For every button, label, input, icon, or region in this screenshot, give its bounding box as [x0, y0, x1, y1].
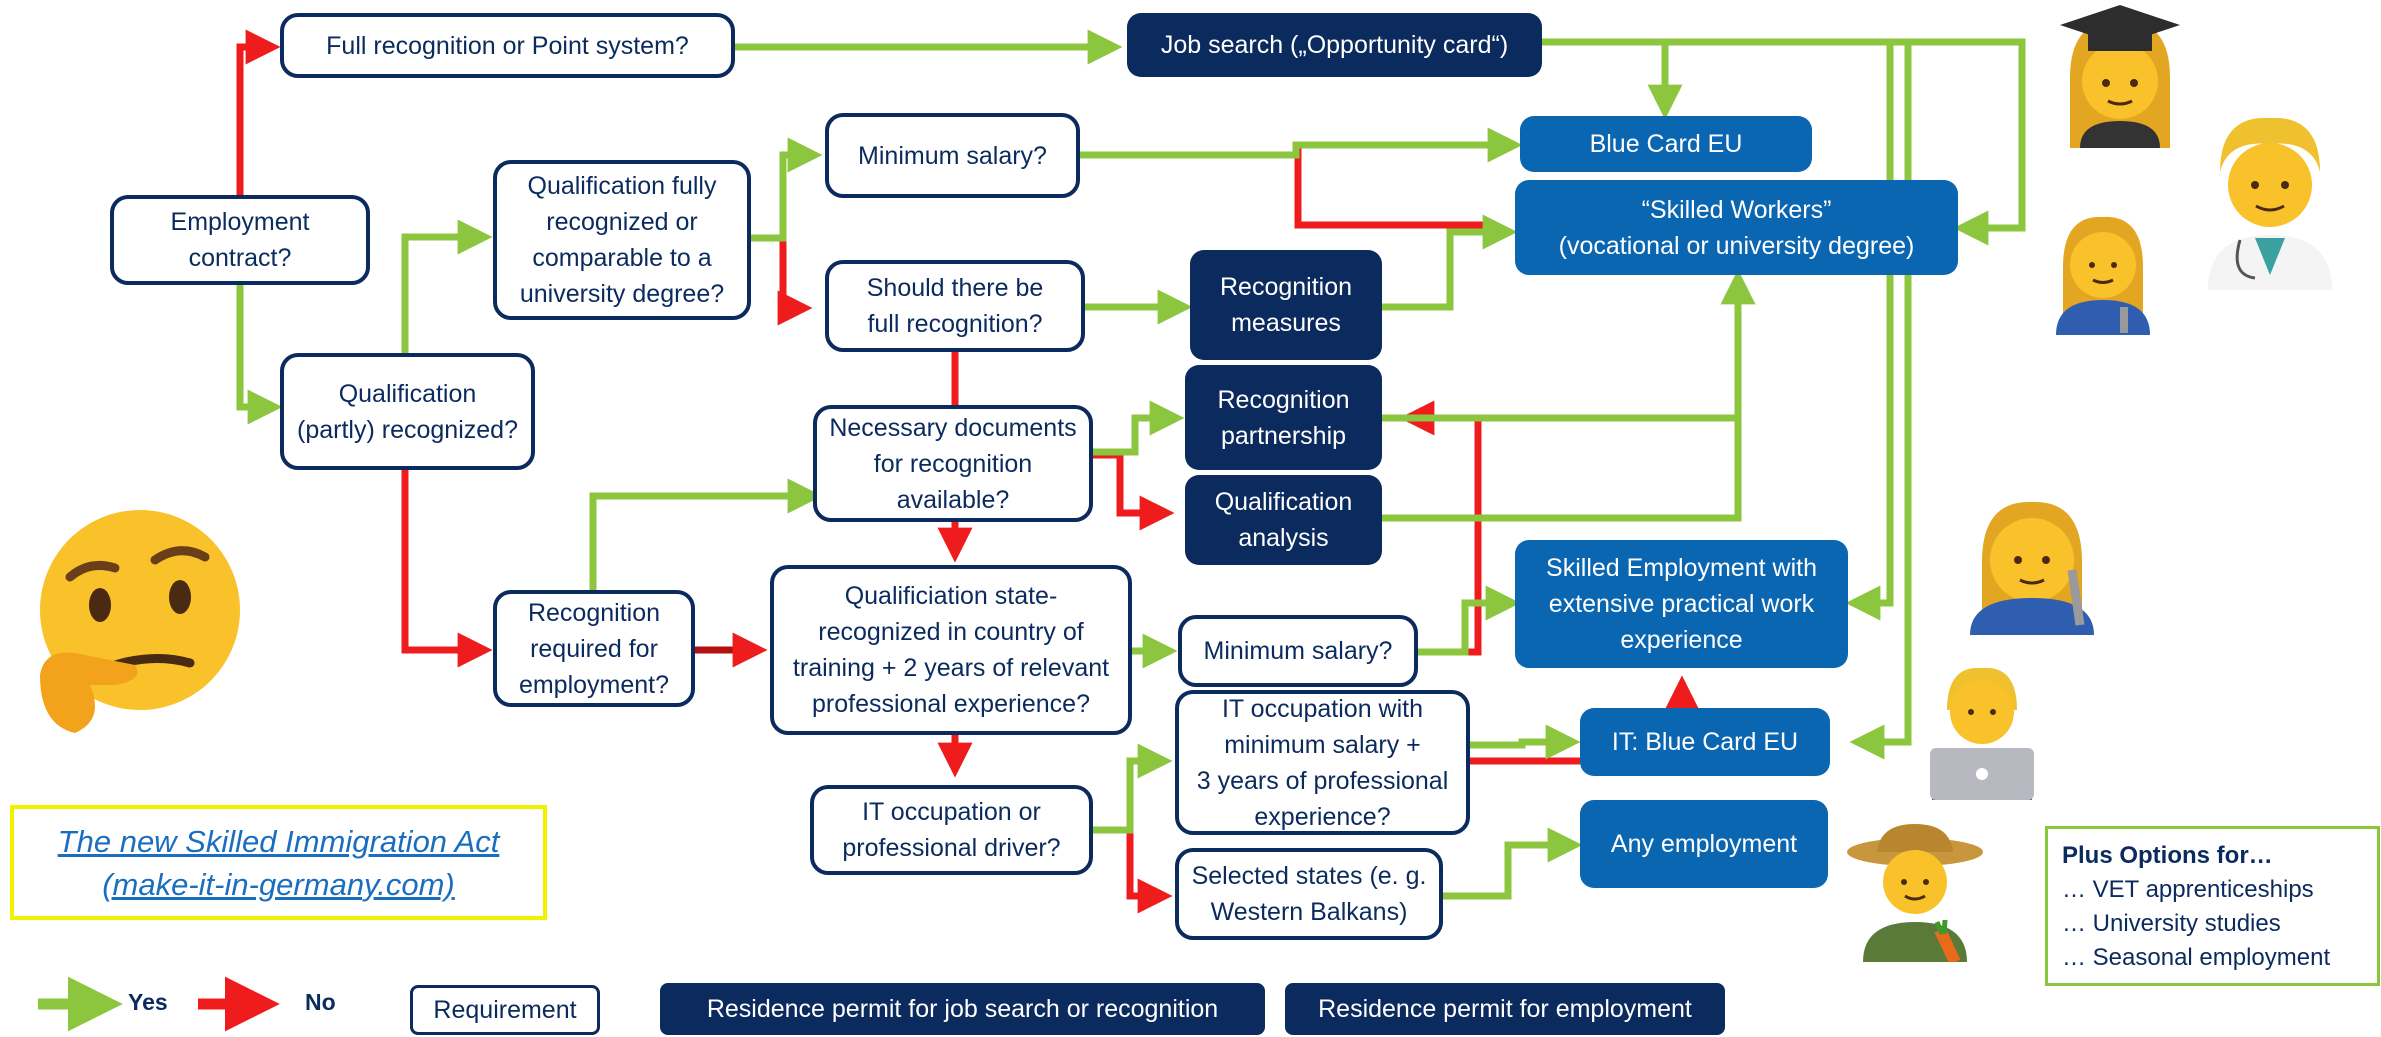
recognition-measures-box: Recognition measures	[1190, 250, 1382, 360]
technologist-icon	[1930, 667, 2034, 800]
any-employment-box: Any employment	[1580, 800, 1828, 888]
thinking-face-icon	[40, 510, 240, 733]
job-search-opportunity-card-box: Job search („Opportunity card“)	[1127, 13, 1542, 77]
selected-states-box: Selected states (e. g. Western Balkans)	[1175, 848, 1443, 940]
recognition-required-box: Recognition required for employment?	[493, 590, 695, 707]
state-recognized-experience-box: Qualificiation state- recognized in coun…	[770, 565, 1132, 735]
qualification-fully-recognized-box: Qualification fully recognized or compar…	[493, 160, 751, 320]
employment-contract-box: Employment contract?	[110, 195, 370, 285]
plus-option-item: … Seasonal employment	[2062, 944, 2331, 971]
legend-residence-job-search: Residence permit for job search or recog…	[660, 983, 1265, 1035]
necessary-documents-box: Necessary documents for recognition avai…	[813, 405, 1093, 522]
doctor-man-icon	[2208, 117, 2332, 290]
recognition-partnership-box: Recognition partnership	[1185, 365, 1382, 470]
qualification-partly-recognized-box: Qualification (partly) recognized?	[280, 353, 535, 470]
skilled-employment-box: Skilled Employment with extensive practi…	[1515, 540, 1848, 668]
skilled-immigration-act-link[interactable]: The new Skilled Immigration Act	[57, 823, 500, 859]
plus-options-box: Plus Options for… … VET apprenticeships …	[2045, 826, 2380, 986]
mechanic-woman-large-icon	[1970, 501, 2094, 635]
graduate-woman-icon	[2060, 5, 2180, 148]
minimum-salary-box-2: Minimum salary?	[1178, 615, 1418, 687]
it-or-driver-box: IT occupation or professional driver?	[810, 785, 1093, 875]
blue-card-eu-box: Blue Card EU	[1520, 116, 1812, 172]
legend-requirement: Requirement	[410, 985, 600, 1035]
it-minimum-salary-box: IT occupation with minimum salary + 3 ye…	[1175, 690, 1470, 835]
skilled-immigration-act-link-box: The new Skilled Immigration Act (make-it…	[10, 805, 547, 920]
skilled-workers-box: “Skilled Workers” (vocational or univers…	[1515, 180, 1958, 275]
minimum-salary-box-1: Minimum salary?	[825, 113, 1080, 198]
legend-yes-label: Yes	[128, 989, 168, 1015]
qualification-analysis-box: Qualification analysis	[1185, 475, 1382, 565]
plus-option-item: … University studies	[2062, 910, 2281, 937]
it-blue-card-eu-box: IT: Blue Card EU	[1580, 708, 1830, 776]
legend-no-label: No	[305, 989, 336, 1015]
full-recognition-question-box: Should there be full recognition?	[825, 260, 1085, 352]
full-recognition-or-points-box: Full recognition or Point system?	[280, 13, 735, 78]
make-it-in-germany-link[interactable]: (make-it-in-germany.com)	[102, 866, 455, 902]
legend-residence-employment: Residence permit for employment	[1285, 983, 1725, 1035]
farmer-icon	[1847, 824, 1983, 962]
mechanic-woman-icon	[2056, 216, 2150, 335]
plus-options-heading: Plus Options for…	[2062, 842, 2273, 869]
plus-option-item: … VET apprenticeships	[2062, 876, 2314, 903]
